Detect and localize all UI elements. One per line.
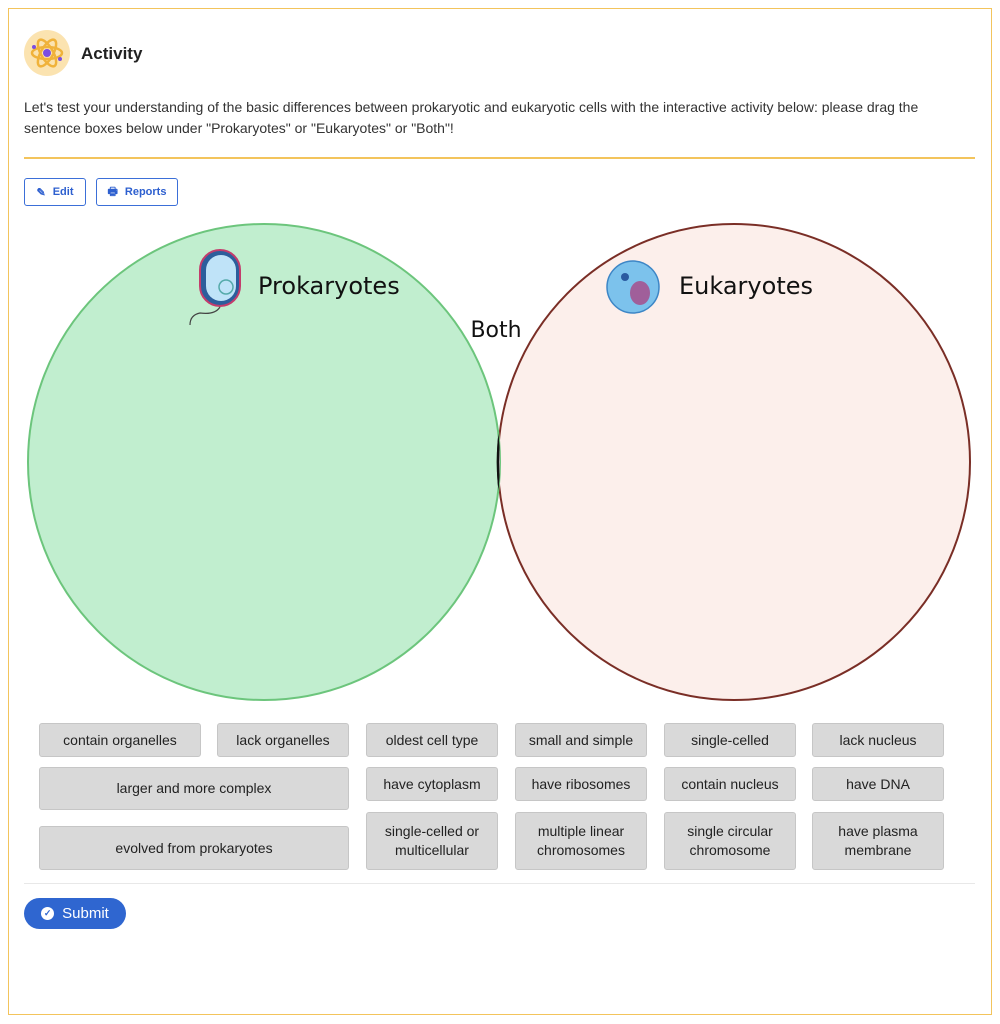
venn-diagram: Prokaryotes Eukaryotes Both xyxy=(27,223,971,701)
draggable-chip[interactable]: multiple linear chromosomes xyxy=(515,812,647,870)
draggable-chip[interactable]: small and simple xyxy=(515,723,647,757)
reports-label: Reports xyxy=(124,186,167,198)
edit-button[interactable]: ✎ Edit xyxy=(24,178,86,206)
submit-label: Submit xyxy=(62,905,109,922)
draggable-chip[interactable]: single-celled xyxy=(664,723,796,757)
draggable-chip[interactable]: single circular chromosome xyxy=(664,812,796,870)
draggable-chip[interactable]: lack nucleus xyxy=(812,723,944,757)
prokaryotes-label: Prokaryotes xyxy=(258,272,400,300)
divider xyxy=(24,883,975,884)
printer-icon: 🖶 xyxy=(107,185,118,198)
draggable-chip[interactable]: have DNA xyxy=(812,767,944,801)
draggable-chip[interactable]: oldest cell type xyxy=(366,723,498,757)
draggable-chip[interactable]: have ribosomes xyxy=(515,767,647,801)
activity-title: Activity xyxy=(81,44,143,63)
draggable-chip[interactable]: contain nucleus xyxy=(664,767,796,801)
draggable-chip[interactable]: larger and more complex xyxy=(39,767,349,810)
draggable-chip[interactable]: evolved from prokaryotes xyxy=(39,826,349,870)
draggable-chip[interactable]: lack organelles xyxy=(217,723,349,757)
draggable-chip[interactable]: contain organelles xyxy=(39,723,201,757)
atom-icon xyxy=(24,30,70,76)
draggable-chip[interactable]: single-celled or multicellular xyxy=(366,812,498,870)
edit-label: Edit xyxy=(52,186,74,198)
activity-card xyxy=(8,8,992,1015)
submit-button[interactable]: ✓ Submit xyxy=(24,898,126,929)
bacteria-icon xyxy=(189,249,241,326)
pencil-icon: ✎ xyxy=(36,186,46,199)
both-label: Both xyxy=(470,318,521,343)
reports-button[interactable]: 🖶 Reports xyxy=(96,178,178,206)
check-circle-icon: ✓ xyxy=(41,907,55,920)
draggable-chip[interactable]: have cytoplasm xyxy=(366,767,498,801)
draggable-chip[interactable]: have plasma membrane xyxy=(812,812,944,870)
animal-cell-icon xyxy=(606,260,660,314)
eukaryotes-label: Eukaryotes xyxy=(679,272,813,300)
instructions-text: Let's test your understanding of the bas… xyxy=(24,99,919,136)
divider xyxy=(24,157,975,159)
